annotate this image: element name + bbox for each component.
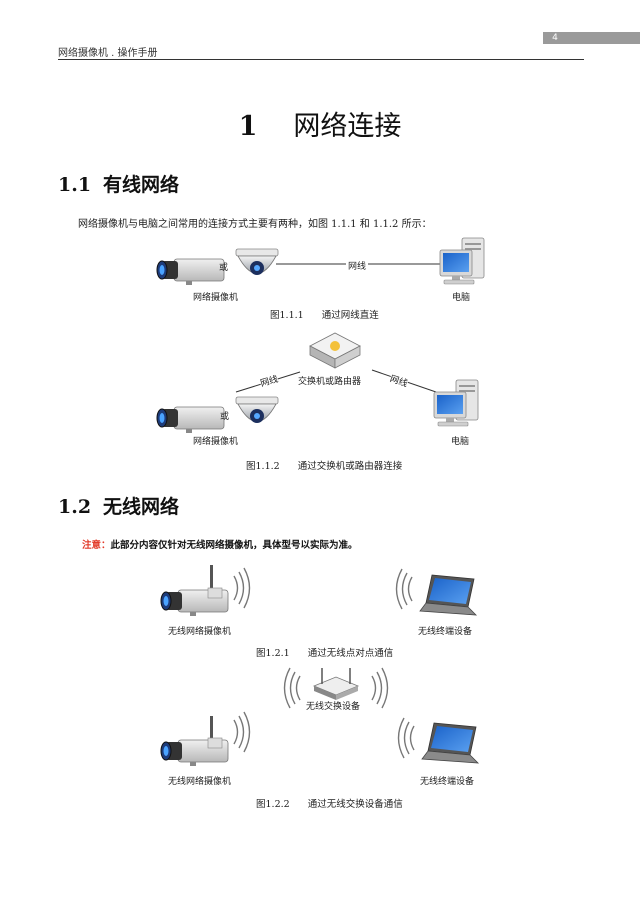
fig112-caption-number: 图1.1.2 [246,461,280,472]
chapter-title: 网络连接 [293,111,402,142]
fig112-switch-label: 交换机或路由器 [298,377,362,387]
fig111-caption-number: 图1.1.1 [270,310,304,321]
fig121-laptop [395,568,477,616]
fig111-camera-label: 网络摄像机 [193,293,239,303]
fig122-caption-number: 图1.2.2 [256,799,290,810]
fig122-caption: 图1.2.2 通过无线交换设备通信 [256,796,403,810]
page-number: 4 [552,33,558,43]
fig122-caption-text: 通过无线交换设备通信 [307,799,403,810]
header-rule [58,59,584,60]
section-heading-wired: 1.1 有线网络 [58,170,179,197]
fig122-camera-label: 无线网络摄像机 [168,777,232,787]
section-heading-wireless: 1.2 无线网络 [58,492,179,519]
fig112-dome-camera [235,396,279,424]
fig121-caption-text: 通过无线点对点通信 [307,648,394,659]
fig112-or-label: 或 [220,412,230,422]
fig122-terminal-label: 无线终端设备 [420,777,475,787]
section-title: 有线网络 [103,174,180,196]
chapter-number: 1 [238,111,258,142]
fig121-caption-number: 图1.2.1 [256,648,290,659]
fig122-laptop [397,717,479,764]
fig111-box-camera [156,258,225,286]
fig112-camera-label: 网络摄像机 [193,437,239,447]
fig111-computer [439,237,485,285]
note-label: 注意： [82,540,111,551]
section-number: 1.1 [58,174,92,196]
page-number-tab [543,32,640,44]
fig112-computer [433,379,479,427]
fig122-wireless-switch [283,667,389,709]
fig122-wireless-camera [160,711,251,767]
fig121-caption: 图1.2.1 通过无线点对点通信 [256,645,393,659]
fig112-caption-text: 通过交换机或路由器连接 [297,461,403,472]
section-title: 无线网络 [103,496,180,518]
fig121-wireless-camera [160,565,251,617]
fig121-camera-label: 无线网络摄像机 [168,627,232,637]
fig111-pc-label: 电脑 [452,293,471,303]
fig111-caption-text: 通过网线直连 [321,310,379,321]
fig112-caption: 图1.1.2 通过交换机或路由器连接 [246,458,402,472]
fig111-or-label: 或 [219,263,229,273]
running-header: 网络摄像机 . 操作手册 [58,48,158,59]
fig112-switch [309,332,361,369]
note-paragraph: 注意：此部分内容仅针对无线网络摄像机，具体型号以实际为准。 [82,537,358,551]
section-number: 1.2 [58,496,92,518]
fig111-cable-label: 网线 [346,259,369,272]
chapter-heading: 1 网络连接 [0,104,640,143]
intro-paragraph: 网络摄像机与电脑之间常用的连接方式主要有两种，如图 1.1.1 和 1.1.2 … [78,219,432,230]
fig112-pc-label: 电脑 [451,437,470,447]
fig121-terminal-label: 无线终端设备 [418,627,473,637]
fig112-box-camera [156,406,225,434]
note-text: 此部分内容仅针对无线网络摄像机，具体型号以实际为准。 [110,540,358,551]
fig111-dome-camera [235,248,279,276]
fig111-caption: 图1.1.1 通过网线直连 [270,307,379,321]
fig122-switch-label: 无线交换设备 [306,702,361,712]
